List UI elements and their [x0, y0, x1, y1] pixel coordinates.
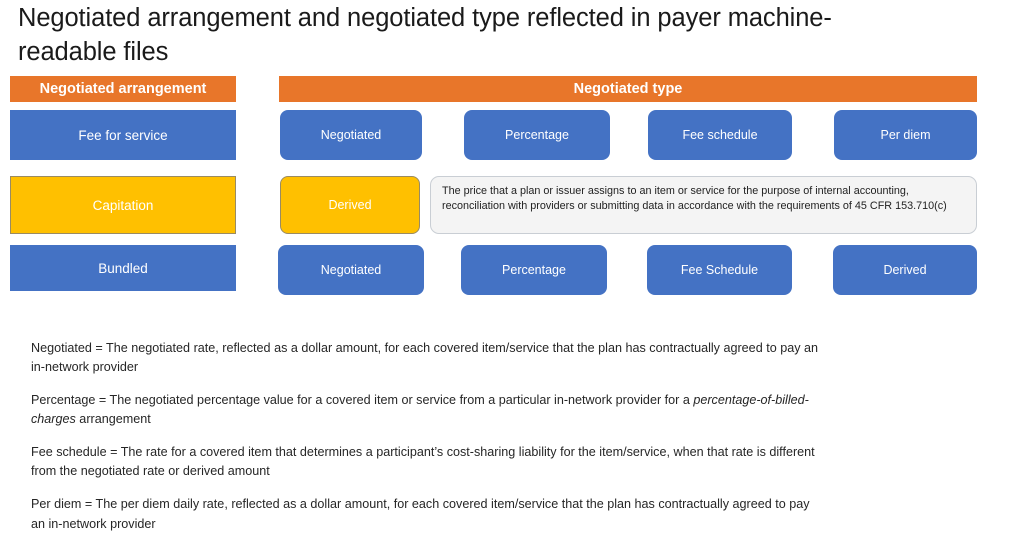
page-title: Negotiated arrangement and negotiated ty…	[18, 4, 832, 66]
definition-percentage-text-after: arrangement	[75, 412, 151, 427]
type-box-row1-negotiated: Negotiated	[280, 110, 422, 160]
column-header-negotiated-arrangement: Negotiated arrangement	[10, 76, 236, 102]
type-box-row1-per-diem: Per diem	[834, 110, 977, 160]
type-box-row2-derived: Derived	[280, 176, 420, 234]
definition-fee-schedule: Fee schedule = The rate for a covered it…	[31, 443, 821, 481]
definitions-list: Negotiated = The negotiated rate, reflec…	[31, 326, 821, 534]
type-box-row3-derived: Derived	[833, 245, 977, 295]
definition-percentage: Percentage = The negotiated percentage v…	[31, 391, 821, 429]
definition-percentage-text-before: Percentage = The negotiated percentage v…	[31, 392, 694, 407]
column-header-negotiated-type: Negotiated type	[279, 76, 977, 102]
definition-percentage-italic-term: percentage-of-billed-charges	[31, 392, 809, 427]
definition-per-diem: Per diem = The per diem daily rate, refl…	[31, 495, 821, 533]
definition-negotiated: Negotiated = The negotiated rate, reflec…	[31, 339, 821, 377]
type-box-row1-fee-schedule: Fee schedule	[648, 110, 792, 160]
definition-per-diem-text: Per diem = The per diem daily rate, refl…	[31, 497, 810, 531]
arrangement-cell-fee-for-service: Fee for service	[10, 110, 236, 160]
arrangement-cell-capitation: Capitation	[10, 176, 236, 234]
type-box-row3-negotiated: Negotiated	[278, 245, 424, 295]
definition-fee-schedule-text: Fee schedule = The rate for a covered it…	[31, 445, 815, 479]
derived-definition-callout: The price that a plan or issuer assigns …	[430, 176, 977, 234]
diagram-container: Negotiated arrangement Negotiated type F…	[0, 76, 1024, 306]
type-box-row1-percentage: Percentage	[464, 110, 610, 160]
type-box-row3-percentage: Percentage	[461, 245, 607, 295]
type-box-row3-fee-schedule: Fee Schedule	[647, 245, 792, 295]
definition-negotiated-text: Negotiated = The negotiated rate, reflec…	[31, 340, 819, 374]
arrangement-cell-bundled: Bundled	[10, 245, 236, 291]
